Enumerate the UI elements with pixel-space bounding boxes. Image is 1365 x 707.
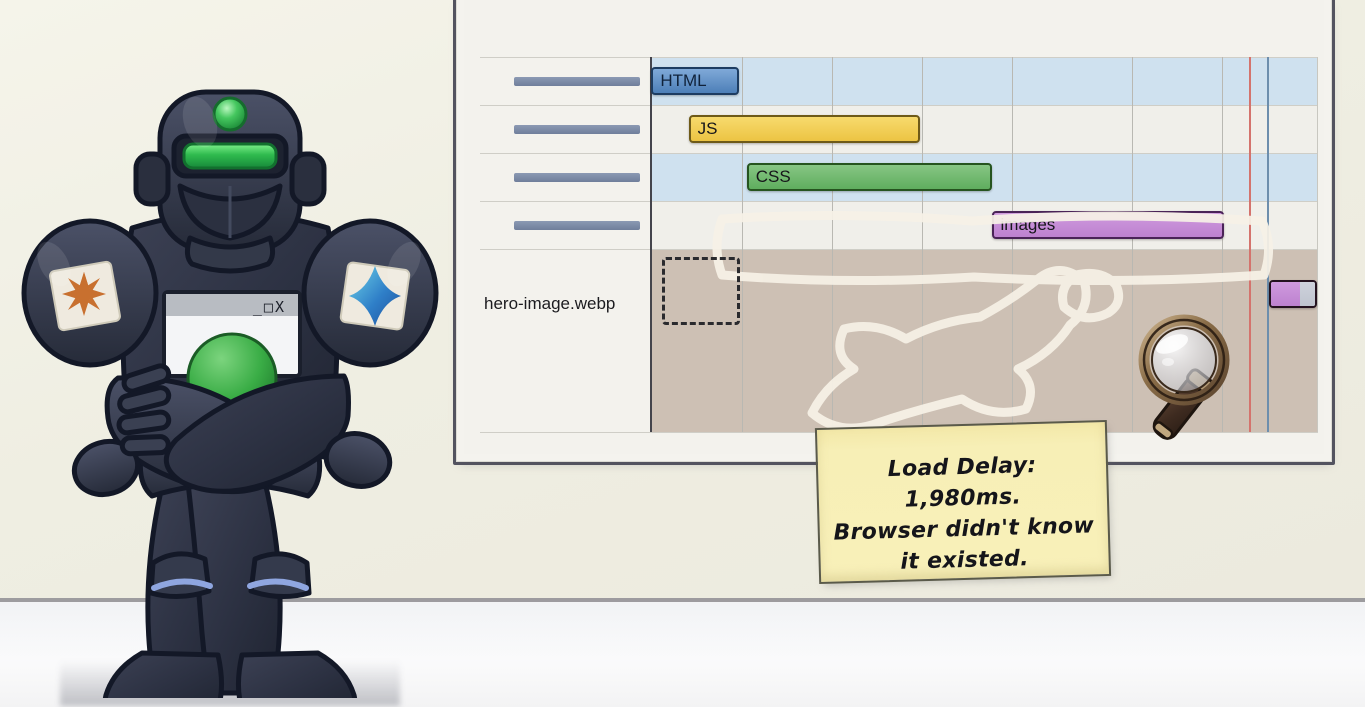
robot-mascot: _□X xyxy=(14,78,444,707)
load-delay-note: Load Delay: 1,980ms. Browser didn't know… xyxy=(814,419,1112,585)
bar-segment-idle xyxy=(1300,282,1315,306)
waterfall-bar-images[interactable]: images xyxy=(991,211,1224,239)
waterfall-bar-hero-image[interactable] xyxy=(1268,280,1317,308)
row-label-placeholder xyxy=(514,221,640,230)
row-separator xyxy=(480,153,1318,154)
waterfall-bar-html[interactable]: HTML xyxy=(651,67,739,95)
row-stripe xyxy=(650,57,1318,105)
row-separator xyxy=(480,57,1318,58)
row-separator xyxy=(480,201,1318,202)
bar-label: HTML xyxy=(660,71,707,90)
waterfall-chart: hero-image.webp HTML JS CSS images xyxy=(480,57,1318,433)
row-label-placeholder xyxy=(514,173,640,182)
bar-label: images xyxy=(1000,215,1056,234)
bar-label: JS xyxy=(697,119,718,138)
bar-segment-download xyxy=(1270,282,1301,306)
magnifying-glass xyxy=(1128,310,1273,450)
robot-left-shoulder-badge xyxy=(49,260,121,332)
wall-baseboard-line xyxy=(0,598,1365,602)
waterfall-row[interactable] xyxy=(480,57,1318,105)
waterfall-bar-css[interactable]: CSS xyxy=(746,163,993,191)
row-label-placeholder xyxy=(514,125,640,134)
row-label-filename: hero-image.webp xyxy=(484,294,616,313)
gridline xyxy=(742,57,744,432)
gridline xyxy=(922,57,924,432)
row-label-placeholder xyxy=(514,77,640,86)
robot-chest-window: _□X xyxy=(162,290,302,424)
svg-text:_□X: _□X xyxy=(253,298,286,316)
note-line-1: Load Delay: 1,980ms. xyxy=(887,452,1037,513)
waterfall-bar-js[interactable]: JS xyxy=(688,115,921,143)
sticky-note-text: Load Delay: 1,980ms. Browser didn't know… xyxy=(818,448,1109,580)
gridline xyxy=(832,57,834,432)
row-separator xyxy=(480,105,1318,106)
bar-label: CSS xyxy=(755,167,791,186)
gridline xyxy=(1012,57,1014,432)
robot-right-shoulder-badge xyxy=(339,261,411,331)
missing-image-placeholder xyxy=(662,257,740,325)
